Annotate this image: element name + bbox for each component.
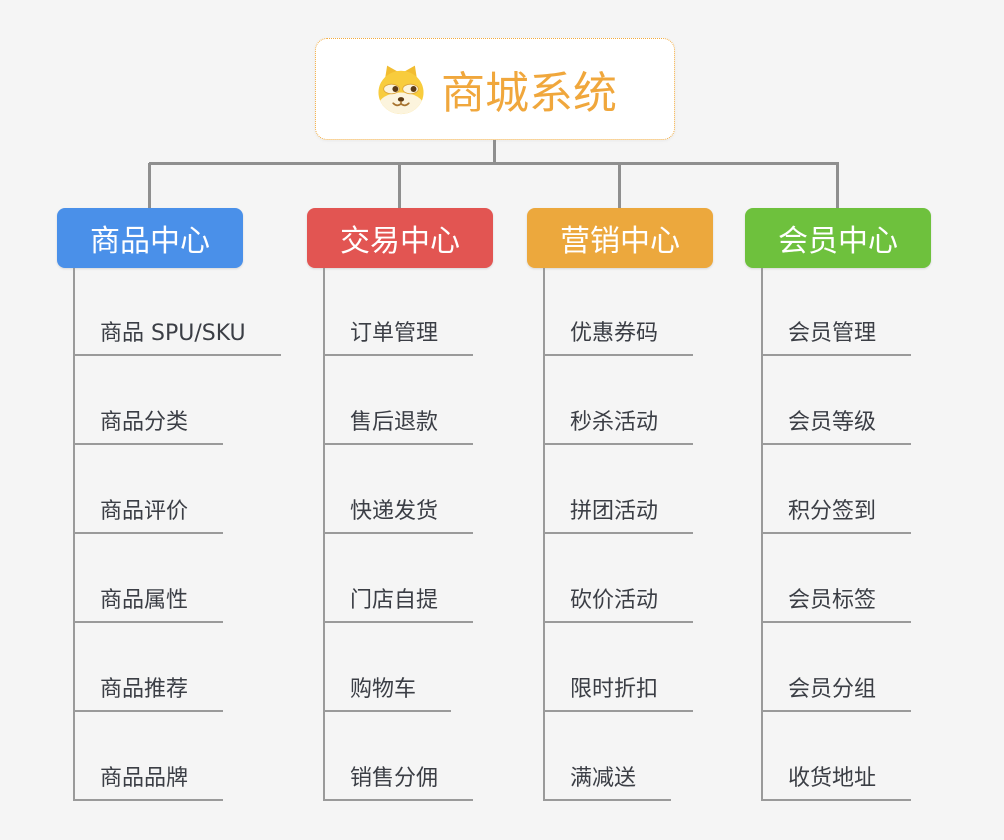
connector-column-spine-1 bbox=[73, 268, 75, 801]
leaf-node[interactable]: 销售分佣 bbox=[323, 764, 474, 801]
branch-label: 商品中心 bbox=[90, 224, 210, 259]
connector-column-spine-2 bbox=[323, 268, 325, 801]
leaf-node[interactable]: 购物车 bbox=[323, 675, 452, 712]
leaf-node[interactable]: 收货地址 bbox=[761, 764, 912, 801]
connector-drop-1 bbox=[148, 163, 151, 208]
leaf-node[interactable]: 商品推荐 bbox=[73, 675, 224, 712]
branch-node-member-center[interactable]: 会员中心 bbox=[745, 208, 931, 268]
connector-column-spine-3 bbox=[543, 268, 545, 801]
leaf-node[interactable]: 限时折扣 bbox=[543, 675, 694, 712]
branch-label: 营销中心 bbox=[560, 224, 680, 259]
connector-column-spine-4 bbox=[761, 268, 763, 801]
leaf-node[interactable]: 商品属性 bbox=[73, 586, 224, 623]
leaf-node[interactable]: 售后退款 bbox=[323, 408, 474, 445]
leaf-node[interactable]: 商品 SPU/SKU bbox=[73, 319, 281, 356]
leaf-node[interactable]: 积分签到 bbox=[761, 497, 912, 534]
leaf-node[interactable]: 快递发货 bbox=[323, 497, 474, 534]
connector-root-stem bbox=[493, 140, 496, 164]
leaf-node[interactable]: 会员标签 bbox=[761, 586, 912, 623]
leaf-node[interactable]: 拼团活动 bbox=[543, 497, 694, 534]
leaf-node[interactable]: 商品品牌 bbox=[73, 764, 224, 801]
leaf-node[interactable]: 商品评价 bbox=[73, 497, 224, 534]
connector-drop-4 bbox=[836, 163, 839, 208]
leaf-node[interactable]: 砍价活动 bbox=[543, 586, 694, 623]
connector-bus bbox=[149, 162, 839, 165]
branch-label: 交易中心 bbox=[340, 224, 460, 259]
root-title: 商城系统 bbox=[441, 68, 617, 119]
leaf-node[interactable]: 商品分类 bbox=[73, 408, 224, 445]
connector-drop-2 bbox=[398, 163, 401, 208]
leaf-node[interactable]: 满减送 bbox=[543, 764, 672, 801]
branch-node-product-center[interactable]: 商品中心 bbox=[57, 208, 243, 268]
leaf-node[interactable]: 会员等级 bbox=[761, 408, 912, 445]
leaf-node[interactable]: 优惠券码 bbox=[543, 319, 694, 356]
leaf-node[interactable]: 订单管理 bbox=[323, 319, 474, 356]
dog-face-icon bbox=[378, 65, 424, 115]
leaf-node[interactable]: 会员分组 bbox=[761, 675, 912, 712]
connector-drop-3 bbox=[618, 163, 621, 208]
leaf-node[interactable]: 会员管理 bbox=[761, 319, 912, 356]
root-node[interactable]: 商城系统 bbox=[315, 38, 675, 140]
branch-label: 会员中心 bbox=[778, 224, 898, 259]
leaf-node[interactable]: 秒杀活动 bbox=[543, 408, 694, 445]
branch-node-trade-center[interactable]: 交易中心 bbox=[307, 208, 493, 268]
branch-node-marketing-center[interactable]: 营销中心 bbox=[527, 208, 713, 268]
leaf-node[interactable]: 门店自提 bbox=[323, 586, 474, 623]
